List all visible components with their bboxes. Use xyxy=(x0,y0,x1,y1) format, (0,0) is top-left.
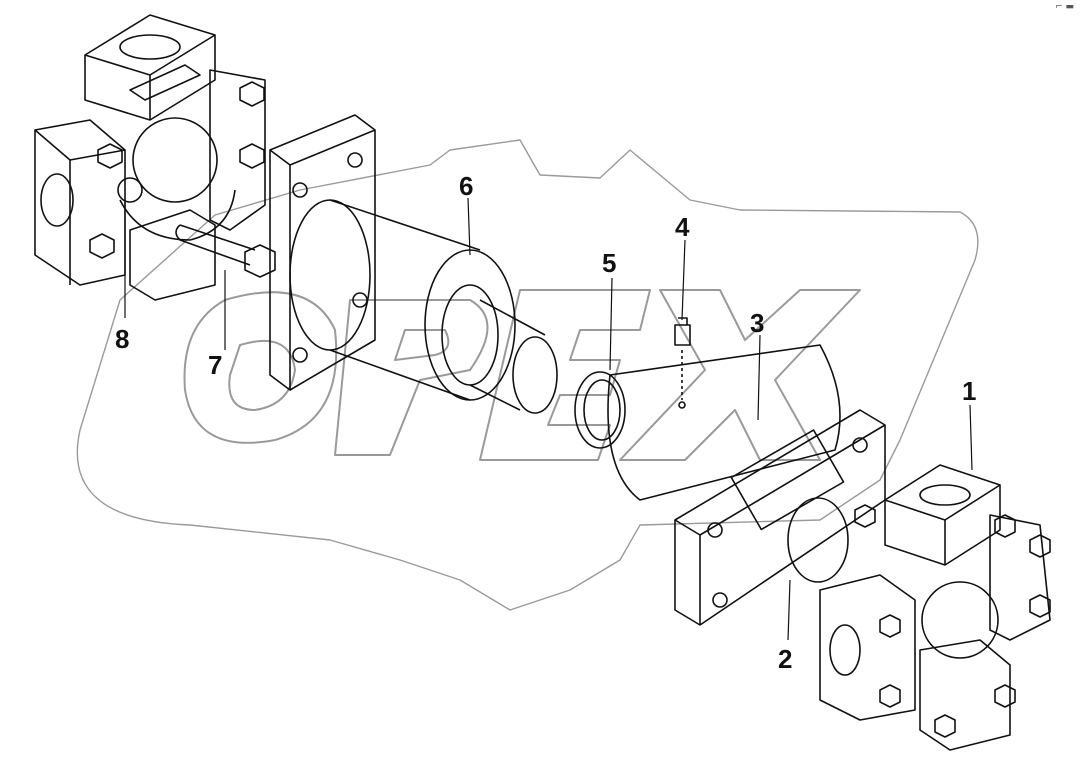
right-flange-plate xyxy=(674,409,886,626)
ring-5 xyxy=(574,371,626,449)
cross-bolts-right xyxy=(854,504,1051,738)
lower-right-cross-assembly xyxy=(819,464,1051,751)
housing-3 xyxy=(607,344,841,501)
grease-fitting-4 xyxy=(674,317,691,409)
callout-8[interactable]: 8 xyxy=(115,324,130,354)
leader-lines xyxy=(124,197,973,641)
callout-4[interactable]: 4 xyxy=(675,212,690,242)
callout-5[interactable]: 5 xyxy=(602,248,617,278)
callout-1[interactable]: 1 xyxy=(962,376,977,406)
washer-8 xyxy=(117,177,143,203)
cross-bolts xyxy=(89,81,265,259)
callout-2[interactable]: 2 xyxy=(778,644,793,674)
seal-disc-2 xyxy=(787,497,849,583)
callout-6[interactable]: 6 xyxy=(459,171,474,201)
watermark-logo xyxy=(76,139,979,611)
tube-6 xyxy=(289,199,558,414)
corner-mark: ⌐ ▬ xyxy=(1055,2,1074,12)
callout-3[interactable]: 3 xyxy=(750,308,765,338)
bolt-7 xyxy=(175,224,276,278)
callout-7[interactable]: 7 xyxy=(208,350,223,380)
